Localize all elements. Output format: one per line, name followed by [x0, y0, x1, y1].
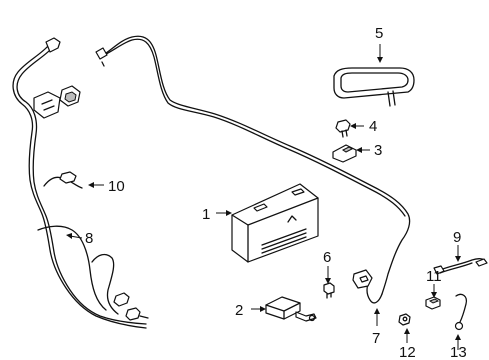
- callout-1: 1: [202, 206, 210, 223]
- terminal-11: [425, 296, 441, 310]
- callout-13: 13: [450, 344, 467, 360]
- ground-strap-9: [433, 258, 488, 275]
- callout-labels: 1 2 3 4 5 6 7 8 9 10 11 12 13: [85, 25, 467, 360]
- battery-insulator-5: [333, 67, 415, 107]
- bolt-12: [398, 313, 411, 326]
- main-cable: [95, 35, 411, 295]
- leader-lines: [66, 44, 461, 350]
- callout-3: 3: [374, 142, 382, 159]
- lead-wire-13: [454, 293, 468, 331]
- clamp-3: [332, 144, 357, 163]
- wiring-harness-8: [12, 37, 149, 329]
- hold-down-bracket-2: [265, 296, 317, 322]
- callout-11: 11: [426, 268, 442, 285]
- terminal-connector-7: [352, 269, 383, 304]
- harness-branch-10: [43, 171, 83, 189]
- callout-4: 4: [369, 118, 377, 135]
- callout-9: 9: [453, 229, 461, 246]
- fastener-6: [323, 282, 335, 299]
- bolt-4: [335, 119, 351, 138]
- callout-8: 8: [85, 230, 93, 247]
- battery-1: [231, 183, 319, 263]
- callout-6: 6: [323, 249, 331, 266]
- callout-7: 7: [372, 330, 380, 347]
- callout-10: 10: [108, 178, 125, 195]
- callout-2: 2: [235, 302, 243, 319]
- callout-12: 12: [399, 344, 416, 360]
- callout-5: 5: [375, 25, 383, 42]
